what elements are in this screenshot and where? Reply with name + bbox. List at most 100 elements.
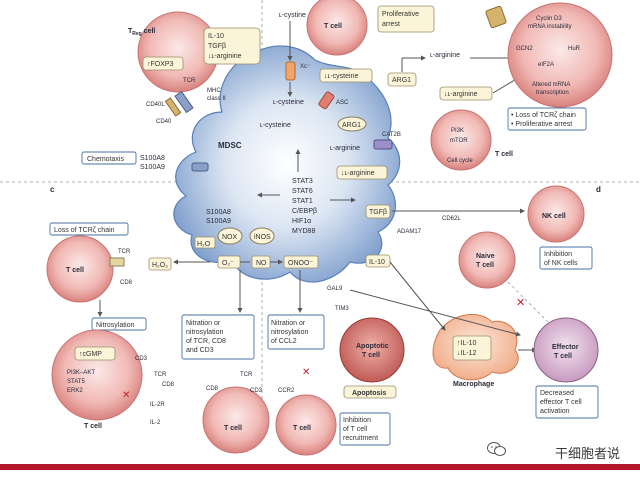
treg-title: TReg cell (128, 28, 155, 37)
proliferative-box (377, 5, 435, 33)
eff-note-2: activation (540, 408, 570, 415)
cytokines-box (203, 27, 261, 65)
cytokine-2: ↓ʟ-arginine (208, 53, 242, 60)
naive-0: Naive (476, 253, 495, 260)
watermark-text: 干细胞者说 (554, 447, 620, 462)
tim3-label: TIM3 (335, 306, 349, 312)
nitrosylation-text: Nitrosylation (96, 322, 135, 329)
mdsc-label: MDSC (218, 141, 242, 150)
s100a9-top: S100A9 (140, 164, 165, 171)
pi3k-tcell (430, 109, 492, 171)
ccr2-label: CCR2 (278, 388, 295, 394)
onoo-box (283, 255, 319, 269)
top-tcell (306, 0, 368, 56)
cyclin-1: mRNA instability (528, 24, 572, 30)
nitration-box-1 (181, 314, 255, 360)
cd40: CD40 (156, 119, 172, 125)
h2o-text: H₂O (197, 241, 211, 248)
loss-right-0: • Loss of TCRζ chain (511, 112, 576, 119)
nitrosylation-box (91, 317, 147, 331)
gcn2-label: GCN2 (516, 46, 533, 52)
cd62l-label: CD62L (442, 216, 461, 222)
arginine-inner: ʟ-arginine (330, 145, 360, 152)
top-tcell-label: T cell (324, 23, 342, 30)
foxp3-box (142, 56, 184, 71)
arg1-inner (337, 116, 367, 132)
xc-label: Xc⁻ (300, 64, 310, 70)
cat2b-label: CAT2B (382, 132, 401, 138)
panel-label-c: c (50, 185, 55, 194)
loss-box-right (507, 107, 587, 131)
apop-1: T cell (362, 352, 380, 359)
cysteine-low: ʟ-cysteine (260, 122, 291, 129)
low-cysteine-box (319, 68, 373, 83)
bm-label: T cell (224, 425, 242, 432)
low-cysteine-text: ↓ʟ-cysteine (324, 73, 358, 80)
panel-label-d: d (596, 185, 601, 194)
pi3k-label: PI3K (451, 128, 464, 134)
nox-enzyme (217, 227, 243, 245)
proliferative-1: arrest (382, 21, 400, 28)
gal9-label: GAL9 (327, 286, 343, 292)
arg1-out-box (387, 72, 417, 87)
tcell-bottom-mid (202, 386, 270, 454)
block-cross-naive: ✕ (516, 297, 525, 309)
eif2a-label: eIF2A (538, 62, 554, 68)
nox-text: NOX (222, 234, 238, 241)
tcell-right-top (507, 2, 613, 108)
adam17-label: ADAM17 (397, 229, 422, 235)
cytokine-1: TGFβ (208, 43, 226, 50)
hur-label: HuR (568, 46, 581, 52)
ir-0: Inhibition (343, 417, 371, 424)
bl-line-0: PI3K–AKT (67, 370, 95, 376)
bl-il2: IL-2 (150, 420, 161, 426)
nit1-1: nitrosylation (186, 329, 223, 336)
loss-tcr-text: Loss of TCRζ chain (54, 227, 115, 234)
nk-note-0: Inhibition (544, 251, 572, 258)
s100a8-inner: S100A8 (206, 209, 231, 216)
nit2-2: of CCL2 (271, 338, 297, 345)
bm-cd8: CD8 (206, 386, 219, 392)
cgmp-text: ↑cGMP (79, 351, 102, 358)
asc-transporter (318, 91, 335, 110)
tgfb-text: TGFβ (369, 209, 387, 216)
tf-1: STAT6 (292, 188, 313, 195)
bl-cd3: CD3 (135, 356, 148, 362)
il10-box (365, 254, 391, 268)
tcell-left (46, 235, 114, 303)
tcell-left-tcr: TCR (118, 249, 131, 255)
naive-1: T cell (476, 262, 494, 269)
mdsc-cell (173, 45, 401, 283)
s100a8-top: S100A8 (140, 155, 165, 162)
arg1-out-text: ARG1 (392, 77, 411, 84)
o2-text: O₂⁻ (222, 260, 234, 267)
bl-cd8: CD8 (162, 382, 175, 388)
h2o-box (194, 236, 216, 249)
wechat-icon (487, 442, 506, 456)
tcell-bottom-left (51, 329, 143, 421)
altered-1: transcription (536, 90, 569, 96)
naive-tcell (458, 231, 516, 289)
tf-5: MYD88 (292, 228, 315, 235)
nk-label: NK cell (542, 213, 566, 220)
nk-note-box (539, 246, 593, 270)
tcell-left-label: T cell (66, 267, 84, 274)
onoo-text: ONOO⁻ (288, 260, 313, 267)
s100a9-inner: S100A9 (206, 218, 231, 225)
macro-label: Macrophage (453, 381, 494, 388)
apoptotic-tcell (339, 317, 405, 383)
chemotaxis-box (81, 151, 137, 165)
mhc-receptor (174, 90, 194, 114)
chemotaxis-text: Chemotaxis (87, 156, 124, 163)
pi3k-tcell-label: T cell (495, 151, 513, 158)
eff-1: T cell (554, 353, 572, 360)
cellcycle-label: Cell cycle (447, 158, 473, 164)
bl-il2r: IL-2R (150, 402, 165, 408)
tcell-left-cd8: CD8 (120, 280, 133, 286)
mtor-label: mTOR (450, 138, 468, 144)
nit2-0: Nitration or (271, 320, 306, 327)
macro-il10: ↑IL-10 (457, 340, 477, 347)
no-text: NO (256, 260, 267, 267)
tf-2: STAT1 (292, 198, 313, 205)
nit1-2: of TCR, CD8 (186, 338, 226, 345)
